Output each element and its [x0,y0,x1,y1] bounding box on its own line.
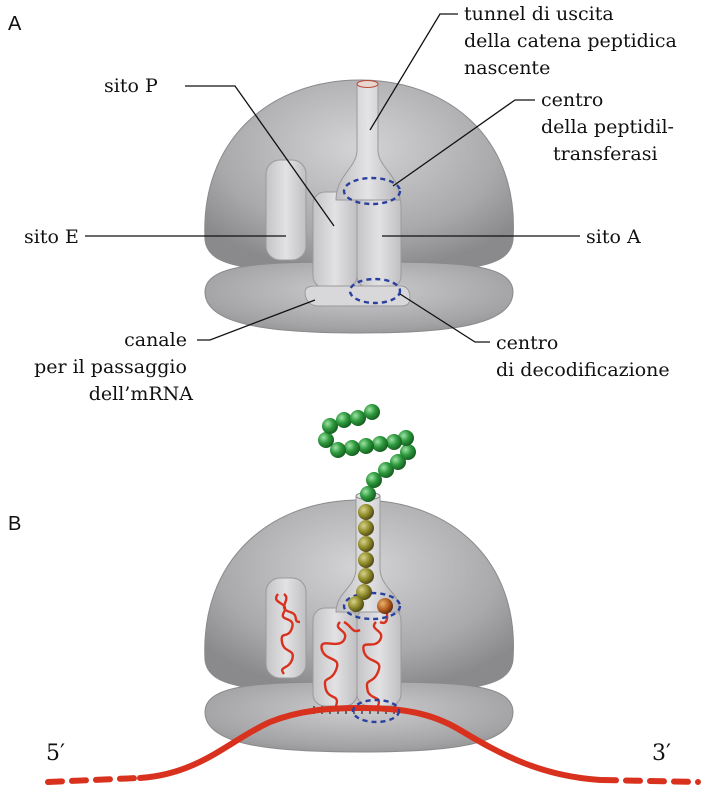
panel-a: A tunnel di uscita della catena peptidic [8,3,683,405]
e-site-pocket [265,159,307,261]
decoding-ring-b [351,698,401,724]
p-site-pocket-b [312,607,358,707]
leader-ptc [392,99,535,187]
leader-decoding [399,293,490,343]
label-tunnel: tunnel di uscita della catena peptidica … [464,3,683,79]
label-p-site: sito P [104,75,158,97]
panel-b-letter: B [8,513,21,535]
a-site-pocket-b [356,607,402,707]
panel-a-letter: A [8,13,22,35]
label-a-site: sito A [586,226,641,248]
label-e-site: sito E [24,226,79,248]
ptc-ring [342,176,402,206]
trna-e [275,593,301,675]
leader-tunnel [369,13,458,131]
mrna-dashes [45,775,701,785]
panel-b: B [8,404,701,785]
label-mrna-channel: canale per il passaggio dell’mRNA [34,329,193,405]
trna-p [320,620,361,707]
label-3-prime: 3′ [652,741,671,766]
label-5-prime: 5′ [46,741,65,766]
exit-tunnel [335,83,401,201]
peptide-exit-beads [318,404,416,502]
decoding-ring [348,277,402,305]
a-site-pocket [356,191,402,289]
peptide-tunnel-beads [348,504,393,614]
leader-p-site [185,85,335,227]
tunnel-opening [356,80,379,88]
mrna-strand [137,704,603,783]
mrna-channel [304,285,411,307]
label-decoding: centro di decodificazione [496,332,670,381]
ptc-ring-b [342,591,402,621]
leader-channel [197,299,316,341]
label-ptc: centro della peptidil- transferasi [541,89,680,165]
e-site-pocket-b [265,577,307,679]
small-subunit-b [204,681,514,753]
